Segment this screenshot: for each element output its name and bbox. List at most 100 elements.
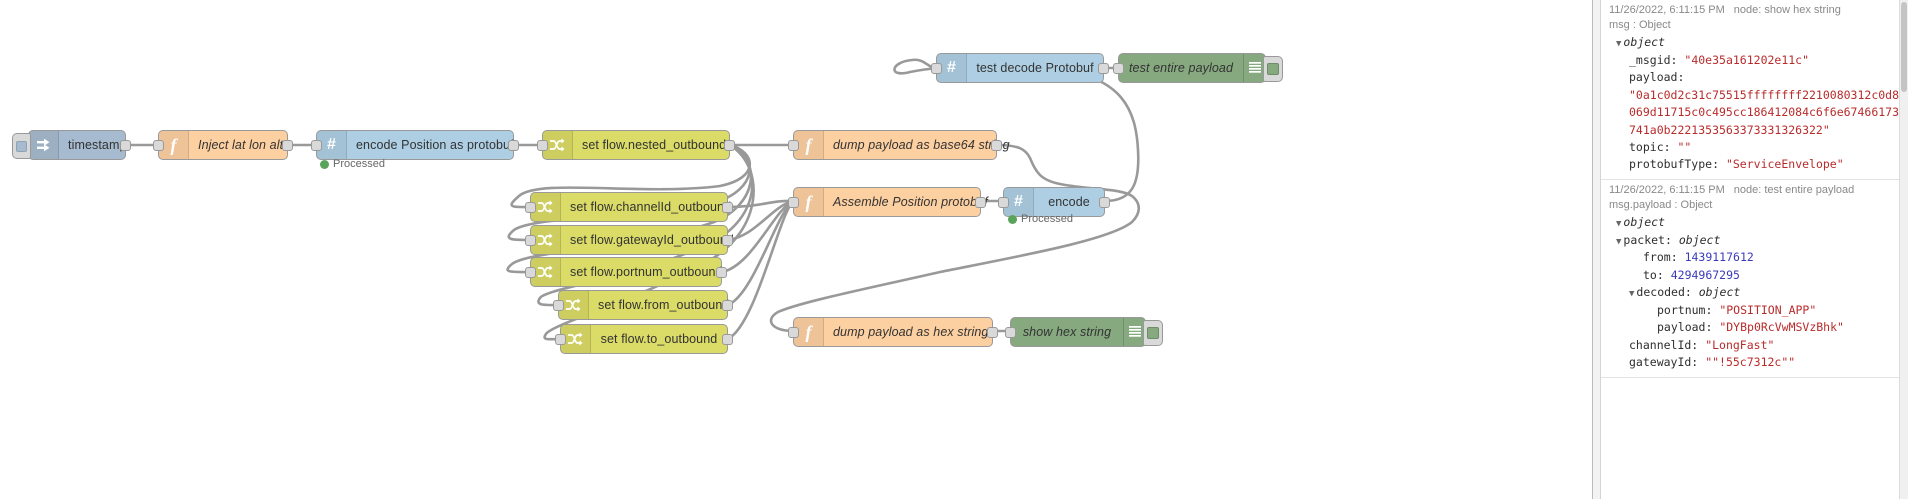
sidebar-scrollbar-thumb[interactable] [1901,2,1907,92]
change-switch-icon [531,258,561,286]
debug-entry-key: packet: [1623,232,1672,247]
node-input-port[interactable] [311,140,322,151]
debug-property-label: msg.payload : Object [1609,198,1713,211]
node-output-port[interactable] [1099,197,1110,208]
node-input-port[interactable] [788,197,799,208]
change-switch-icon [568,332,583,346]
debug-timestamp: 11/26/2022, 6:11:15 PM [1609,183,1725,196]
node-output-port[interactable] [1098,63,1109,74]
flow-node-label: dump payload as base64 string [833,138,1010,152]
debug-entry-value: "LongFast" [1705,337,1775,352]
flow-node-label: set flow.nested_outbound [582,138,727,152]
node-output-port[interactable] [724,140,735,151]
node-input-port[interactable] [998,197,1009,208]
node-input-port[interactable] [1113,63,1124,74]
debug-bars-icon [1123,318,1145,346]
inject-trigger-button[interactable] [12,133,31,159]
debug-entry-key: decoded: [1636,285,1692,300]
node-output-port[interactable] [120,140,131,151]
node-output-port[interactable] [722,300,733,311]
node-input-port[interactable] [931,63,942,74]
debug-source-node[interactable]: node: test entire payload [1733,183,1855,196]
node-input-port[interactable] [1005,327,1016,338]
node-input-port[interactable] [525,235,536,246]
flow-node-fn-dump-base64[interactable]: f dump payload as base64 string [788,130,1010,160]
flow-node-pb-encode-position[interactable]: #encode Position as protobuf [311,130,519,160]
debug-property-label: msg : Object [1609,19,1671,31]
node-input-port[interactable] [553,300,564,311]
flow-node-dbg-show-hex-string[interactable]: show hex string [1005,317,1163,347]
node-input-port[interactable] [153,140,164,151]
debug-entry-value: object [1698,285,1741,300]
node-output-port[interactable] [987,327,998,338]
node-output-port[interactable] [716,267,727,278]
debug-entry: topic: "" [1607,139,1902,156]
node-input-port[interactable] [525,267,536,278]
twisty-down-icon[interactable]: ▼ [1616,236,1622,247]
flow-node-label: Inject lat lon alt [198,138,284,152]
node-output-port[interactable] [722,235,733,246]
flow-node-ch-portnum-outbound[interactable]: set flow.portnum_outbound [525,257,727,287]
node-input-port[interactable] [525,202,536,213]
flow-node-inject-timestamp[interactable]: timestamp [12,130,131,160]
node-input-port[interactable] [537,140,548,151]
twisty-down-icon[interactable]: ▼ [1629,289,1635,300]
debug-root-object[interactable]: ▼object [1607,34,1902,52]
debug-message[interactable]: 11/26/2022, 6:11:15 PM node: show hex str… [1601,0,1908,180]
debug-entry-value: "DYBp0RcVwMSVzBhk" [1719,320,1844,335]
debug-entry-key: _msgid: [1629,52,1678,67]
node-output-port[interactable] [722,334,733,345]
node-output-port[interactable] [508,140,519,151]
flow-node-label: set flow.channelId_outbound [570,200,732,214]
function-f-icon: f [794,318,824,346]
debug-timestamp: 11/26/2022, 6:11:15 PM [1609,4,1725,16]
debug-entry-key: topic: [1629,140,1671,155]
node-output-port[interactable] [975,197,986,208]
node-output-port[interactable] [282,140,293,151]
node-output-port[interactable] [991,140,1002,151]
node-output-port[interactable] [722,202,733,213]
flow-node-label: timestamp [68,138,127,152]
flow-node-dbg-test-entire-payload[interactable]: test entire payload [1113,53,1283,83]
flow-node-label: encode Position as protobuf [356,138,514,152]
function-f-icon: f [794,131,824,159]
flow-node-ch-channelid-outbound[interactable]: set flow.channelId_outbound [525,192,733,222]
node-input-port[interactable] [555,334,566,345]
flow-node-label: encode [1048,195,1090,209]
debug-source-node[interactable]: node: show hex string [1733,4,1841,16]
debug-entry: channelId: "LongFast" [1607,337,1902,354]
debug-entry-value: "0a1c0d2c31c75515ffffffff2210080312c0d80… [1629,87,1900,137]
flow-node-pb-encode[interactable]: #encode [998,187,1110,217]
debug-entry: portnum: "POSITION_APP" [1607,302,1902,319]
debug-enable-toggle[interactable] [1263,56,1283,82]
flow-node-ch-from-outbound[interactable]: set flow.from_outbound [553,290,733,320]
debug-entry: "0a1c0d2c31c75515ffffffff2210080312c0d80… [1607,87,1902,139]
flow-node-label: Assemble Position protobuf [833,195,988,209]
node-input-port[interactable] [788,140,799,151]
status-dot-icon [320,159,329,169]
debug-root-label: object [1623,35,1665,49]
debug-entry: _msgid: "40e35a161202e11c" [1607,52,1902,69]
status-dot-icon [1008,214,1017,224]
debug-message-list[interactable]: 11/26/2022, 6:11:15 PM node: show hex str… [1601,0,1908,499]
twisty-down-icon[interactable]: ▼ [1616,218,1622,229]
debug-enable-toggle[interactable] [1143,320,1163,346]
debug-message[interactable]: 11/26/2022, 6:11:15 PM node: test entire … [1601,180,1908,378]
change-switch-icon [550,138,565,152]
debug-root-object[interactable]: ▼object [1607,214,1902,232]
flow-node-ch-gatewayid-outbound[interactable]: set flow.gatewayId_outbound [525,225,734,255]
flow-node-ch-nested-outbound[interactable]: set flow.nested_outbound [537,130,735,160]
sidebar-scrollbar[interactable] [1899,0,1908,499]
flow-node-pb-test-decode-protobuf[interactable]: #test decode Protobuf [931,53,1109,83]
debug-root-label: object [1623,214,1665,229]
debug-entry-value: object [1678,232,1721,247]
flow-node-ch-to-outbound[interactable]: set flow.to_outbound [555,324,733,354]
node-input-port[interactable] [788,327,799,338]
twisty-down-icon[interactable]: ▼ [1616,39,1622,49]
